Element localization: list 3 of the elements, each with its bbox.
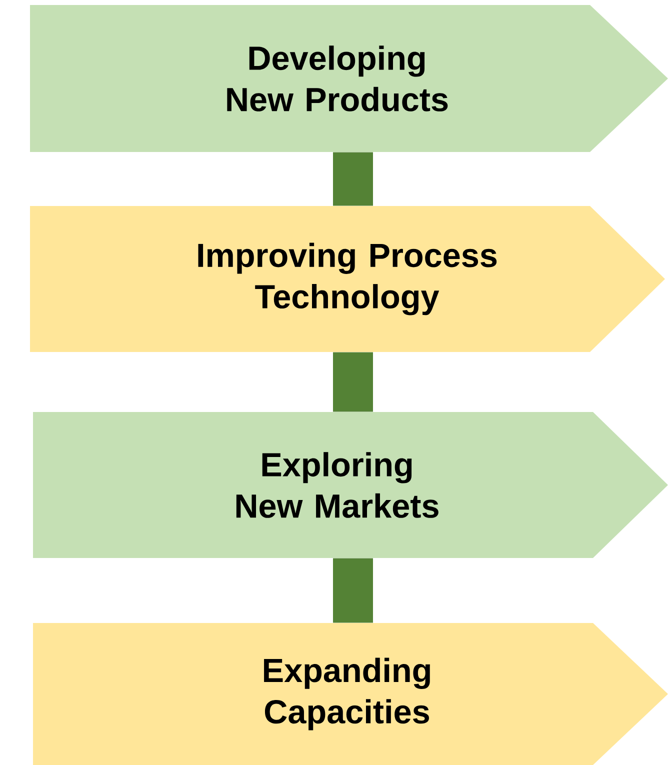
connector-bar bbox=[333, 352, 373, 412]
connector-bar bbox=[333, 558, 373, 623]
connector-bar bbox=[333, 152, 373, 206]
